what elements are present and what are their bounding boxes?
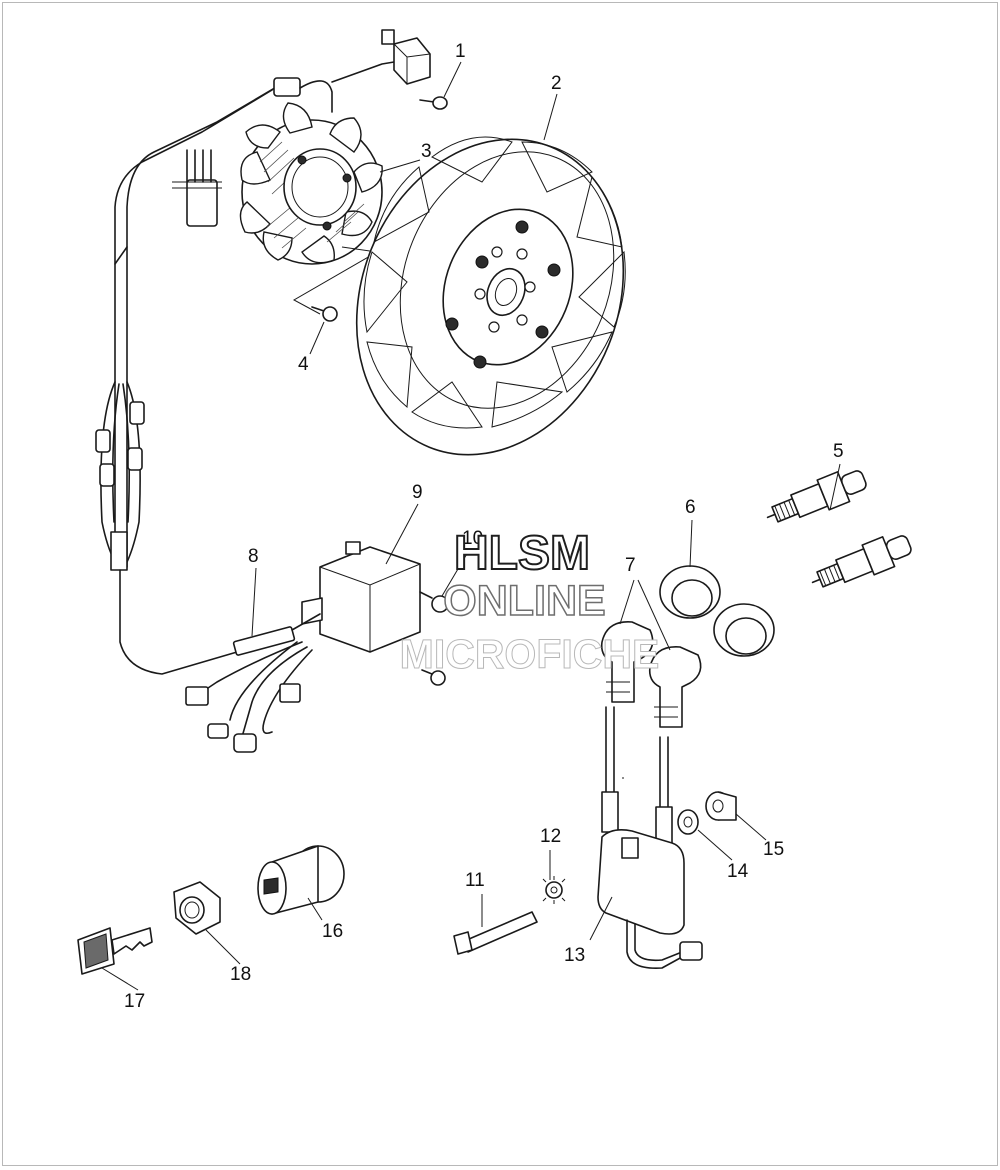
part-11-bolt <box>453 911 538 955</box>
part-16-switch-body <box>257 845 345 915</box>
callout-8: 8 <box>248 546 259 567</box>
callout-9: 9 <box>412 482 423 503</box>
callout-1: 1 <box>455 41 466 62</box>
part-4-screw <box>292 246 379 322</box>
part-2-flywheel <box>355 136 626 456</box>
part-8-sub-harness <box>185 613 321 753</box>
callout-12: 12 <box>540 826 562 847</box>
callout-11: 11 <box>465 870 485 891</box>
callout-10: 10 <box>462 528 484 549</box>
part-15-collar <box>705 791 737 821</box>
leader-lines <box>101 61 841 991</box>
callout-14: 14 <box>727 861 749 882</box>
callout-6: 6 <box>685 497 696 518</box>
callout-3: 3 <box>421 141 432 162</box>
callout-17: 17 <box>124 991 146 1012</box>
callout-13: 13 <box>564 945 586 966</box>
watermark-line-1: HLSM <box>453 527 591 580</box>
part-10-bolts <box>419 591 449 686</box>
part-7-plug-caps <box>600 621 702 728</box>
callout-15: 15 <box>763 839 785 860</box>
part-12-lock-washer <box>542 876 566 904</box>
callout-2: 2 <box>551 73 562 94</box>
wiring-harness <box>95 61 395 675</box>
part-3-stator <box>239 102 383 265</box>
watermark-line-3: MICROFICHE <box>399 631 660 677</box>
part-17-key <box>77 927 153 975</box>
callout-5: 5 <box>833 441 844 462</box>
callout-7: 7 <box>625 555 636 576</box>
part-5-spark-plugs <box>766 470 912 588</box>
part-13-ignition-coil <box>597 706 703 969</box>
part-14-washer <box>677 809 699 835</box>
part-1-connector <box>381 29 448 110</box>
part-18-nut <box>173 881 221 935</box>
callout-4: 4 <box>298 354 309 375</box>
callout-16: 16 <box>322 921 344 942</box>
part-6-caps <box>659 565 775 657</box>
callout-18: 18 <box>230 964 252 985</box>
part-9-cdi-unit <box>301 541 421 653</box>
watermark-line-2: ONLINE <box>443 577 607 625</box>
